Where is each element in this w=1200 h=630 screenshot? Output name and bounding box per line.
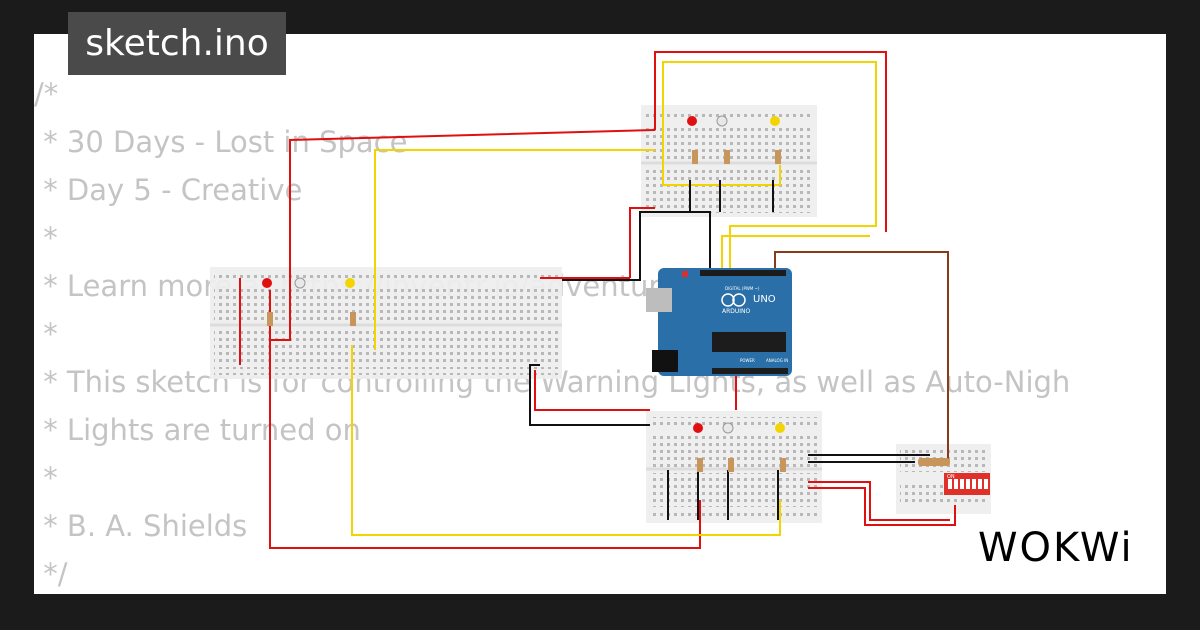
- black-wires: [529, 180, 930, 520]
- reset-button[interactable]: [682, 271, 688, 277]
- resistor-icon: [692, 150, 698, 164]
- file-tab[interactable]: sketch.ino: [68, 12, 286, 75]
- code-line: * Lights are turned on: [34, 413, 361, 447]
- yellow-wires: [351, 61, 877, 536]
- resistor-icon: [918, 458, 950, 466]
- arduino-model: UNO: [753, 294, 776, 305]
- analog-label: ANALOG IN: [766, 358, 788, 363]
- power-header: [712, 368, 788, 374]
- led-icon: [770, 116, 780, 126]
- code-line: *: [34, 317, 58, 351]
- arduino-board[interactable]: UNO ARDUINO DIGITAL (PWM ~) POWER ANALOG…: [646, 268, 792, 376]
- power-label: POWER: [740, 358, 755, 363]
- led-icon: [294, 277, 306, 289]
- code-line: * Day 5 - Creative: [34, 173, 303, 207]
- code-line: /*: [34, 77, 59, 111]
- led-icon: [345, 278, 355, 288]
- resistor-icon: [350, 312, 356, 326]
- resistor-icon: [724, 150, 730, 164]
- arduino-brand: ARDUINO: [722, 308, 751, 315]
- leds-bottom: [693, 422, 786, 472]
- resistor-icon: [728, 458, 734, 472]
- code-line: */: [34, 557, 68, 591]
- digital-label: DIGITAL (PWM ~): [725, 286, 760, 291]
- usb-port: [646, 288, 672, 312]
- power-jack: [652, 350, 678, 372]
- wokwi-logo: WOKWi: [978, 525, 1134, 571]
- code-line: *: [34, 221, 58, 255]
- led-icon: [262, 278, 272, 288]
- code-line: * 30 Days - Lost in Space: [34, 125, 408, 159]
- led-icon: [716, 115, 728, 127]
- led-icon: [687, 116, 697, 126]
- leds-left: [262, 277, 356, 326]
- led-icon: [693, 423, 703, 433]
- led-icon: [722, 422, 734, 434]
- code-line: *: [34, 461, 58, 495]
- digital-header: [700, 270, 786, 276]
- code-line: * B. A. Shields: [34, 509, 248, 543]
- dip-label: ON: [947, 474, 955, 480]
- dip-switch[interactable]: ON: [944, 473, 990, 495]
- resistor-icon: [780, 458, 786, 472]
- red-wires: [239, 51, 956, 549]
- brown-wire: [774, 251, 949, 460]
- resistor-icon: [775, 150, 781, 164]
- led-icon: [775, 423, 785, 433]
- leds-top: [687, 115, 781, 164]
- atmega-chip: [712, 332, 786, 352]
- resistor-icon: [697, 458, 703, 472]
- resistor-icon: [267, 312, 273, 326]
